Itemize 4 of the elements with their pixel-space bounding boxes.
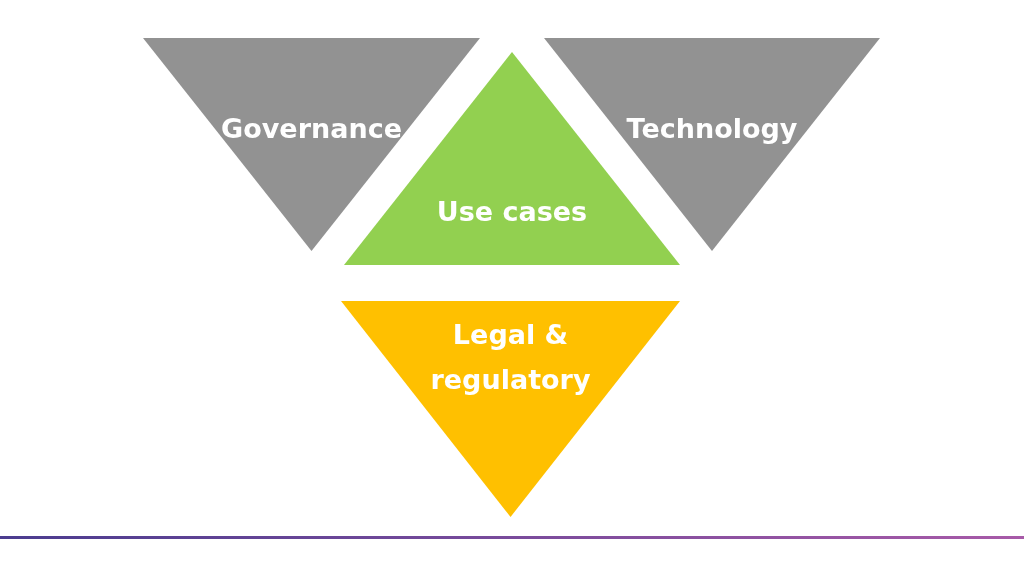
segment-label: Use cases bbox=[436, 195, 588, 229]
segment-label: Technology bbox=[626, 112, 798, 146]
segment-label: Governance bbox=[221, 112, 402, 146]
segment-label: Legal & regulatory bbox=[429, 318, 592, 397]
